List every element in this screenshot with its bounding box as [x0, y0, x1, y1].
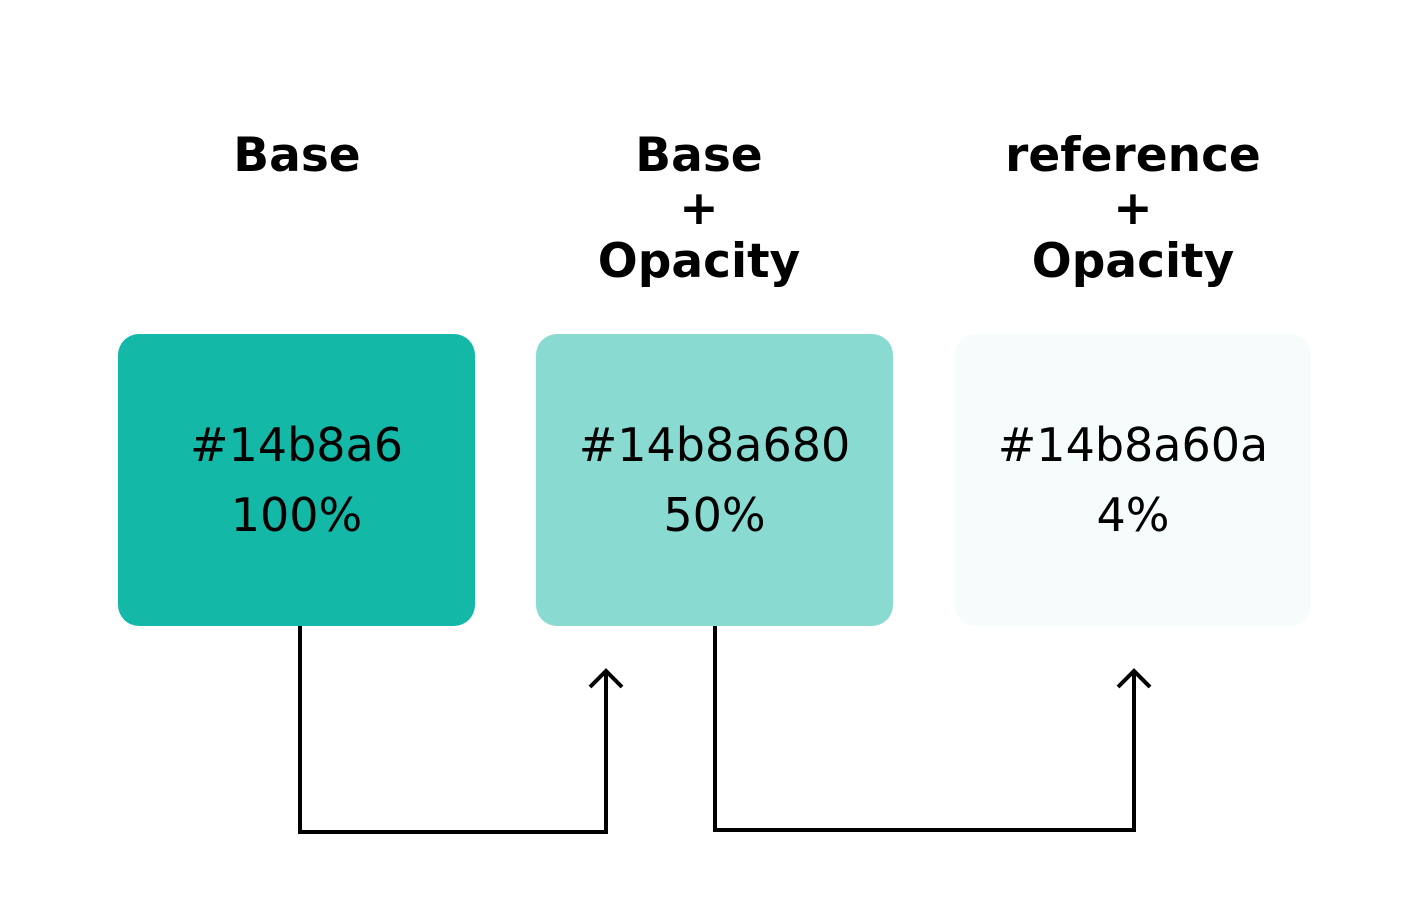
swatch-base: #14b8a6 100%: [118, 334, 475, 626]
swatch-base-opacity: #14b8a680 50%: [536, 334, 893, 626]
swatch-opacity: 4%: [1096, 488, 1170, 542]
connector-base-opacity-to-reference: [713, 626, 1136, 832]
heading-base: Base: [118, 129, 476, 182]
heading-reference-opacity: reference + Opacity: [956, 129, 1310, 288]
connector-base-to-base-opacity: [298, 626, 608, 834]
swatch-hex: #14b8a6: [190, 418, 403, 472]
heading-line: Base: [635, 128, 763, 183]
heading-line: +: [679, 181, 719, 236]
swatch-hex: #14b8a680: [578, 418, 851, 472]
heading-line: reference: [1005, 128, 1261, 183]
arrowhead-up-icon: [1116, 668, 1152, 689]
heading-line: Base: [233, 128, 361, 183]
heading-line: +: [1113, 181, 1153, 236]
swatch-reference-opacity: #14b8a60a 4%: [955, 334, 1311, 626]
heading-line: Opacity: [1031, 234, 1235, 289]
swatch-opacity: 100%: [230, 488, 363, 542]
heading-base-opacity: Base + Opacity: [536, 129, 862, 288]
arrowhead-up-icon: [588, 668, 624, 689]
swatch-opacity: 50%: [663, 488, 766, 542]
heading-line: Opacity: [597, 234, 801, 289]
swatch-hex: #14b8a60a: [997, 418, 1269, 472]
